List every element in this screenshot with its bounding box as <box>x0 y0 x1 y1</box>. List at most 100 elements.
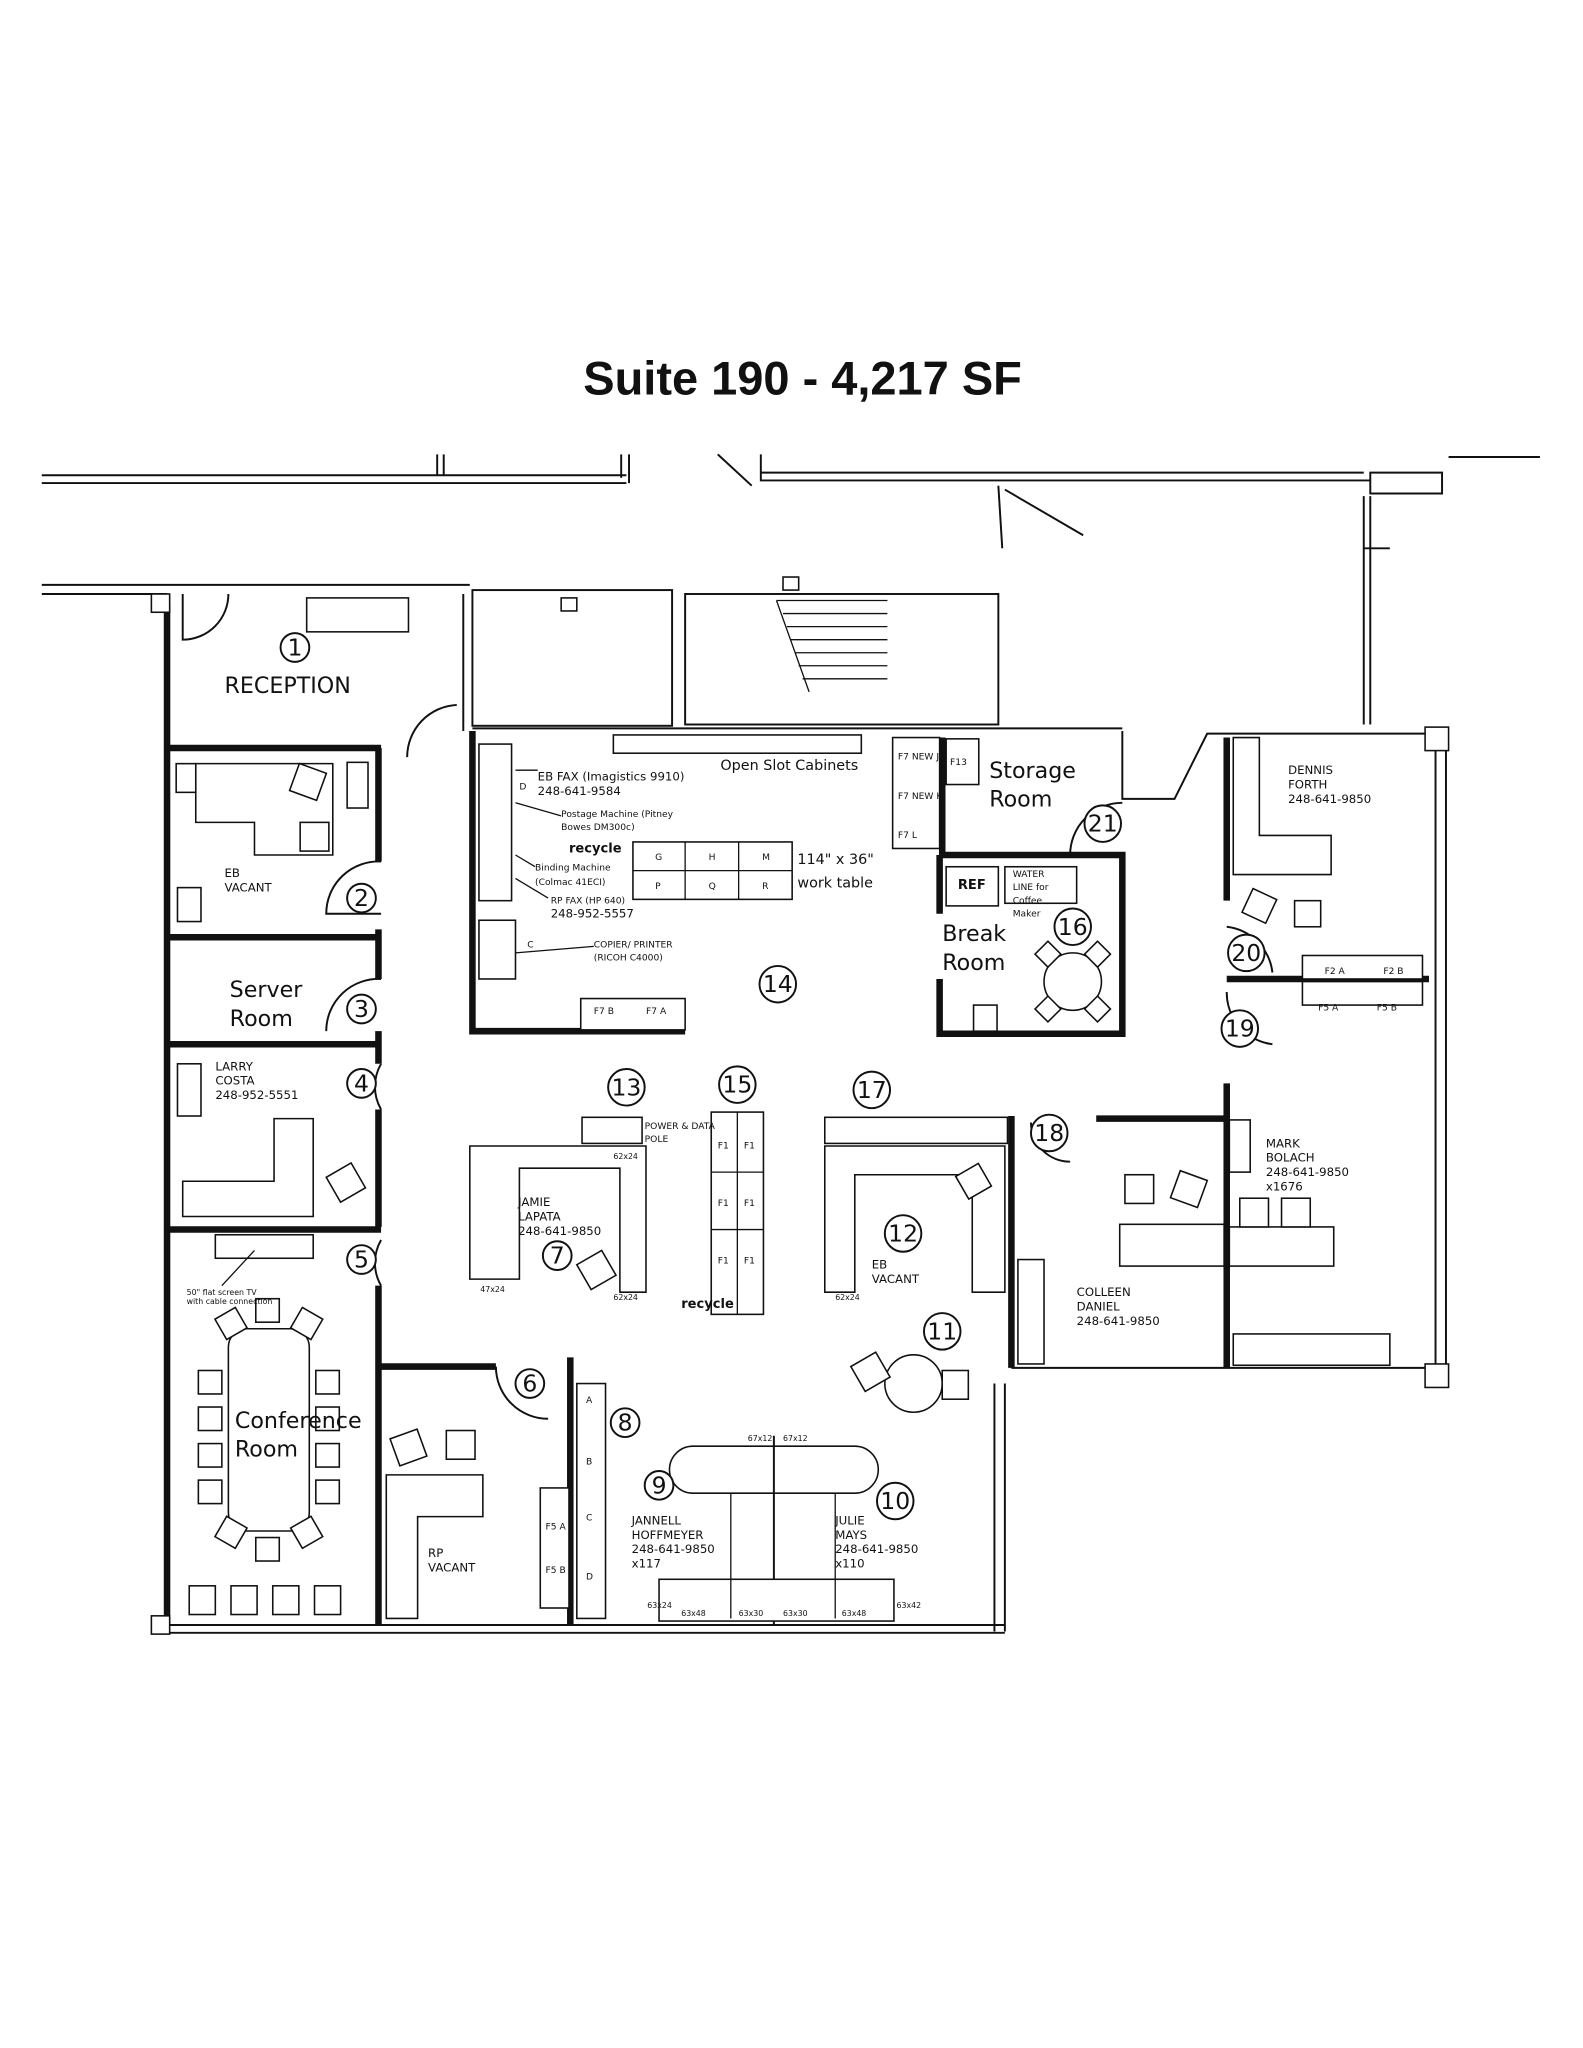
tv-label: with cable connection <box>187 1297 273 1306</box>
svg-text:VACANT: VACANT <box>428 1560 476 1574</box>
svg-text:67x12: 67x12 <box>783 1434 808 1443</box>
room-number-17: 17 <box>852 1070 892 1110</box>
svg-text:F1: F1 <box>744 1199 755 1209</box>
water-line-label: LINE for <box>1013 883 1049 893</box>
break-room-label: Break <box>942 921 1006 947</box>
svg-text:47x24: 47x24 <box>480 1285 505 1294</box>
svg-text:248-641-9850: 248-641-9850 <box>1266 1165 1349 1179</box>
svg-text:F1: F1 <box>718 1142 729 1152</box>
svg-text:63x48: 63x48 <box>842 1609 867 1618</box>
svg-text:F1: F1 <box>718 1199 729 1209</box>
svg-text:63x30: 63x30 <box>783 1609 808 1618</box>
svg-text:MARK: MARK <box>1266 1136 1300 1150</box>
room-number-7: 7 <box>541 1240 573 1271</box>
svg-text:x117: x117 <box>632 1557 661 1571</box>
room-number-12: 12 <box>883 1214 923 1253</box>
room-number-18: 18 <box>1029 1113 1069 1153</box>
room-labels: RECEPTION Server Room Conference Room St… <box>224 673 1075 1462</box>
room-numbers: 1 2 3 4 5 6 7 8 9 10 11 12 13 14 15 16 1… <box>279 632 1266 1521</box>
svg-text:14: 14 <box>763 970 793 998</box>
svg-text:18: 18 <box>1034 1119 1064 1147</box>
postage-machine-label: Bowes DM300c) <box>561 823 634 833</box>
svg-text:62x24: 62x24 <box>613 1152 638 1161</box>
svg-text:F5 B: F5 B <box>1377 1003 1397 1013</box>
plan-title: Suite 190 - 4,217 SF <box>583 351 1022 404</box>
svg-text:15: 15 <box>722 1071 752 1099</box>
rp-fax-label: 248-952-5557 <box>551 907 634 921</box>
room-number-13: 13 <box>607 1068 646 1107</box>
recycle-label: recycle <box>569 841 622 856</box>
cabinet-tags: F7 B F7 A F13 F7 NEW J F7 NEW K F7 L F2 … <box>519 753 1403 1583</box>
svg-text:G: G <box>655 853 662 863</box>
svg-text:248-641-9850: 248-641-9850 <box>835 1542 918 1556</box>
svg-text:19: 19 <box>1225 1015 1255 1043</box>
room-number-6: 6 <box>514 1368 546 1399</box>
svg-text:x110: x110 <box>835 1557 864 1571</box>
water-line-label: Maker <box>1013 909 1041 919</box>
svg-text:D: D <box>519 783 526 793</box>
svg-text:F1: F1 <box>744 1256 755 1266</box>
svg-text:8: 8 <box>618 1409 633 1437</box>
svg-text:DENNIS: DENNIS <box>1288 763 1333 777</box>
svg-text:13: 13 <box>611 1073 641 1101</box>
svg-text:63x42: 63x42 <box>897 1601 922 1610</box>
svg-text:BOLACH: BOLACH <box>1266 1151 1315 1165</box>
svg-text:F7 NEW J: F7 NEW J <box>898 753 939 763</box>
open-slot-cabinets-label: Open Slot Cabinets <box>720 758 858 774</box>
server-room-label: Server <box>230 977 304 1003</box>
svg-text:EB: EB <box>872 1258 887 1272</box>
svg-text:DANIEL: DANIEL <box>1077 1299 1121 1313</box>
svg-text:4: 4 <box>354 1069 369 1097</box>
svg-text:F2 B: F2 B <box>1383 967 1403 977</box>
room-number-10: 10 <box>876 1481 915 1521</box>
room-number-1: 1 <box>279 632 311 663</box>
svg-text:D: D <box>586 1572 593 1582</box>
svg-text:JULIE: JULIE <box>834 1513 864 1527</box>
svg-text:VACANT: VACANT <box>224 881 272 895</box>
svg-text:M: M <box>762 853 770 863</box>
svg-text:JAMIE: JAMIE <box>517 1195 550 1209</box>
room-number-2: 2 <box>346 882 377 914</box>
svg-text:248-641-9850: 248-641-9850 <box>1077 1314 1160 1328</box>
svg-text:248-641-9850: 248-641-9850 <box>518 1224 601 1238</box>
svg-text:HOFFMEYER: HOFFMEYER <box>632 1528 704 1542</box>
eb-fax-label: 248-641-9584 <box>538 784 621 798</box>
svg-text:12: 12 <box>888 1219 918 1247</box>
svg-text:F7 NEW K: F7 NEW K <box>898 792 943 802</box>
svg-text:C: C <box>527 941 533 951</box>
svg-text:6: 6 <box>522 1370 537 1398</box>
svg-text:LAPATA: LAPATA <box>518 1209 561 1223</box>
water-line-label: WATER <box>1013 870 1045 880</box>
svg-text:H: H <box>709 853 716 863</box>
stair-area <box>471 576 1000 727</box>
svg-text:F2 A: F2 A <box>1325 967 1346 977</box>
svg-text:R: R <box>762 882 769 892</box>
walls <box>150 593 1450 1635</box>
reception-label: RECEPTION <box>224 673 350 699</box>
room-number-5: 5 <box>346 1244 377 1275</box>
svg-text:RP: RP <box>428 1546 443 1560</box>
svg-text:EB: EB <box>224 866 239 880</box>
svg-text:9: 9 <box>652 1471 667 1499</box>
svg-text:5: 5 <box>354 1246 369 1274</box>
svg-text:F13: F13 <box>950 758 967 768</box>
svg-text:FORTH: FORTH <box>1288 777 1327 791</box>
server-room-label: Room <box>230 1006 293 1032</box>
svg-text:LARRY: LARRY <box>215 1059 253 1073</box>
svg-text:F7 A: F7 A <box>646 1007 667 1017</box>
svg-text:21: 21 <box>1088 810 1118 838</box>
conference-room-label: Conference <box>235 1408 362 1434</box>
rp-fax-label: RP FAX (HP 640) <box>551 896 625 906</box>
exterior-lines <box>41 453 1540 725</box>
svg-text:COSTA: COSTA <box>215 1074 254 1088</box>
equipment-labels: Open Slot Cabinets EB FAX (Imagistics 99… <box>187 758 1049 1312</box>
dimension-tags: 47x24 62x24 62x24 67x12 67x12 63x48 63x3… <box>480 1152 921 1618</box>
conference-room-label: Room <box>235 1437 298 1463</box>
